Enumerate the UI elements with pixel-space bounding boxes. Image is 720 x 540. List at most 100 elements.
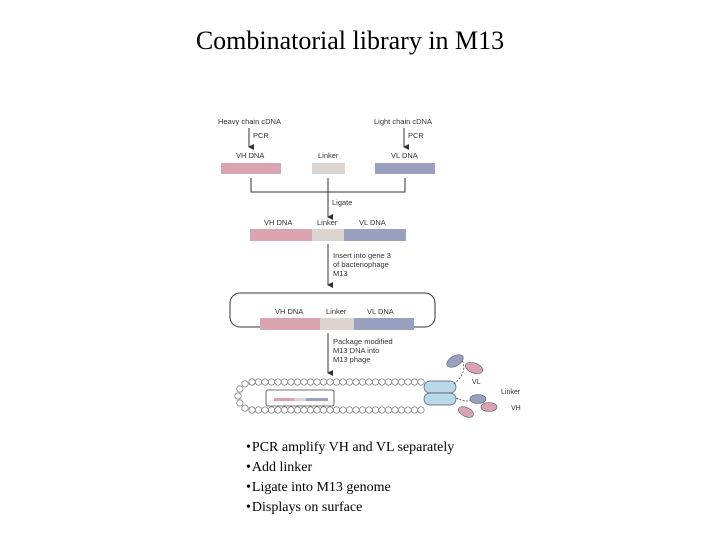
vl-segment-3: [354, 318, 414, 330]
coat-protein: [319, 378, 327, 386]
vh-dna-label-2: VH DNA: [264, 218, 292, 227]
displayed-vl-domain: [446, 354, 464, 368]
phage-linker-label: Linker: [501, 389, 521, 396]
vh-dna-label-3: VH DNA: [275, 307, 303, 316]
slide-title: Combinatorial library in M13: [195, 26, 505, 55]
phage-vl-label: VL: [472, 379, 481, 386]
coat-protein: [255, 406, 263, 414]
coat-protein: [234, 392, 242, 400]
coat-protein: [241, 404, 249, 412]
coat-protein: [287, 378, 295, 386]
coat-protein: [391, 406, 399, 414]
coat-protein: [352, 378, 360, 386]
coat-protein: [339, 406, 347, 414]
coat-protein: [313, 378, 321, 386]
coat-protein: [280, 378, 288, 386]
linker-segment-2: [312, 229, 344, 241]
coat-protein: [358, 406, 366, 414]
package-step-line-1: Package modified: [333, 337, 393, 346]
coat-protein: [345, 378, 353, 386]
vl-dna-label-3: VL DNA: [367, 307, 394, 316]
linker-fragment: [312, 163, 345, 174]
pcr-label-heavy: PCR: [253, 131, 269, 140]
coat-protein: [410, 406, 418, 414]
coat-protein: [280, 406, 288, 414]
coat-protein: [241, 380, 249, 388]
coat-protein: [352, 406, 360, 414]
gene3-protein-top: [423, 380, 457, 394]
linker-label-3: Linker: [326, 307, 347, 316]
pcr-label-light: PCR: [408, 131, 424, 140]
coat-protein: [261, 378, 269, 386]
coat-protein: [236, 399, 244, 407]
bullet-item: Ligate into M13 genome: [246, 478, 454, 498]
coat-protein: [313, 406, 321, 414]
coat-protein: [339, 378, 347, 386]
gene3-protein-bottom: [423, 392, 457, 406]
package-step-line-3: M13 phage: [333, 355, 371, 364]
coat-protein: [326, 406, 334, 414]
coat-protein: [236, 385, 244, 393]
linker-label-1: Linker: [318, 151, 339, 160]
coat-protein: [397, 378, 405, 386]
light-chain-label: Light chain cDNA: [374, 117, 432, 126]
insert-step-line-1: Insert into gene 3: [333, 251, 391, 260]
coat-protein: [261, 406, 269, 414]
coat-protein: [267, 406, 275, 414]
coat-protein: [287, 406, 295, 414]
coat-protein: [417, 406, 425, 414]
coat-protein: [417, 378, 425, 386]
coat-protein: [319, 406, 327, 414]
coat-protein: [248, 406, 256, 414]
coat-protein: [365, 406, 373, 414]
coat-protein: [255, 378, 263, 386]
coat-protein: [267, 378, 275, 386]
vh-segment-2: [250, 229, 312, 241]
coat-protein: [248, 378, 256, 386]
coat-protein: [410, 378, 418, 386]
coat-protein: [345, 406, 353, 414]
vh-segment-3: [260, 318, 320, 330]
phage-vh-label: VH: [511, 405, 521, 412]
bullet-item: PCR amplify VH and VL separately: [246, 438, 454, 458]
vh-dna-label-1: VH DNA: [236, 151, 264, 160]
insert-step-line-2: of bacteriophage: [333, 260, 389, 269]
displayed-vh-domain: [465, 362, 483, 374]
phage-coat: [234, 378, 425, 414]
m13-phage: VL Linker VH: [234, 354, 521, 418]
vl-dna-fragment: [375, 163, 435, 174]
displayed-vh-domain-3: [480, 402, 498, 412]
displayed-vl-domain-2: [469, 394, 487, 404]
coat-protein: [371, 406, 379, 414]
linker-segment-3: [320, 318, 354, 330]
displayed-vh-domain-2: [458, 406, 474, 418]
coat-protein: [293, 378, 301, 386]
package-step-line-2: M13 DNA into: [333, 346, 379, 355]
coat-protein: [306, 378, 314, 386]
coat-protein: [326, 378, 334, 386]
coat-protein: [384, 406, 392, 414]
coat-protein: [358, 378, 366, 386]
coat-protein: [384, 378, 392, 386]
vl-dna-label-1: VL DNA: [391, 151, 418, 160]
coat-protein: [365, 378, 373, 386]
summary-bullets: PCR amplify VH and VL separately Add lin…: [246, 438, 454, 518]
coat-protein: [306, 406, 314, 414]
coat-protein: [371, 378, 379, 386]
bullet-item: Add linker: [246, 458, 454, 478]
ligate-label: Ligate: [332, 198, 352, 207]
coat-protein: [378, 378, 386, 386]
insert-step-line-3: M13: [333, 269, 348, 278]
vl-dna-label-2: VL DNA: [359, 218, 386, 227]
coat-protein: [378, 406, 386, 414]
coat-protein: [391, 378, 399, 386]
vh-dna-fragment: [221, 163, 281, 174]
coat-protein: [274, 378, 282, 386]
coat-protein: [274, 406, 282, 414]
coat-protein: [332, 378, 340, 386]
coat-protein: [293, 406, 301, 414]
coat-protein: [397, 406, 405, 414]
coat-protein: [332, 406, 340, 414]
vl-segment-2: [344, 229, 406, 241]
